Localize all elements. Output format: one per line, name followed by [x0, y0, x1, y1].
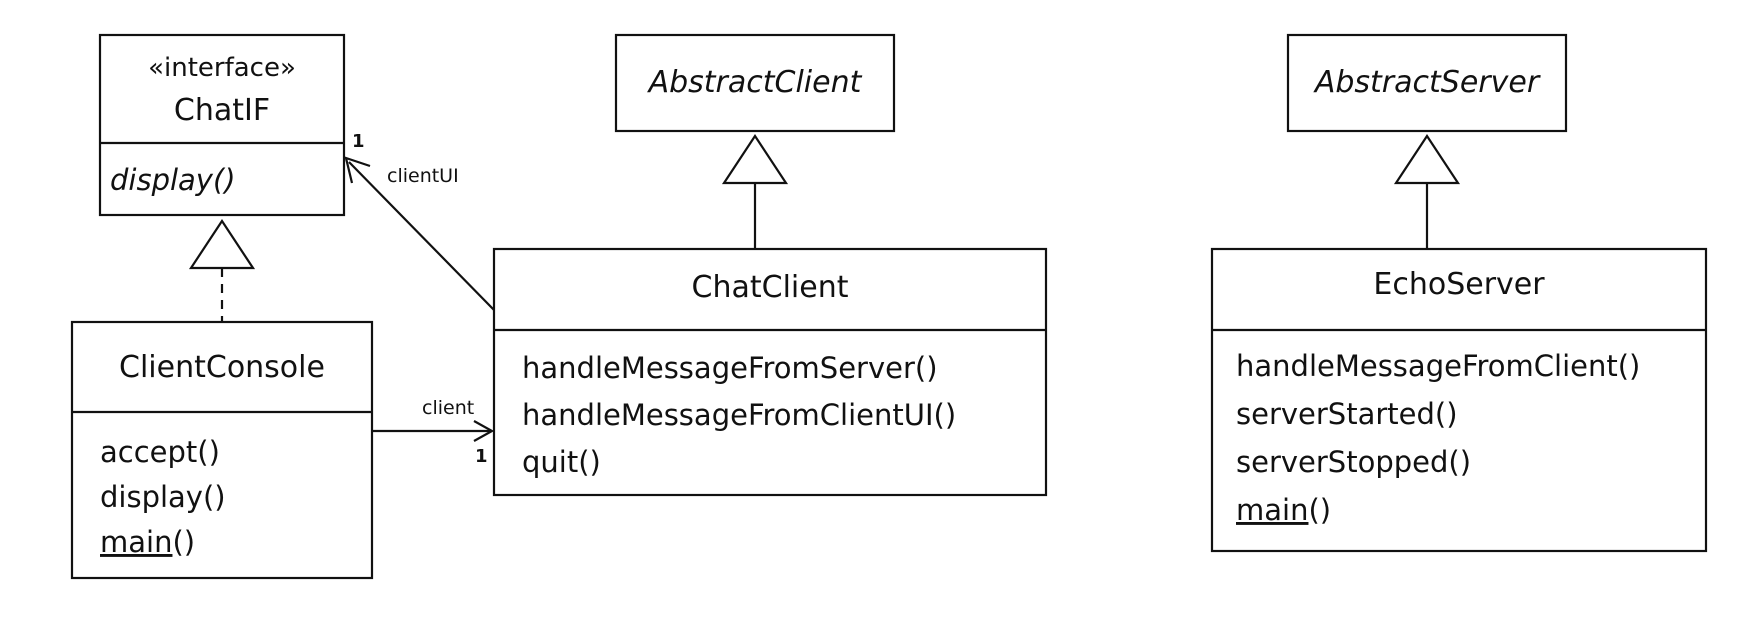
chat-client-class[interactable]: ChatClient handleMessageFromServer() han… — [492, 247, 1048, 497]
abstract-server-class[interactable]: AbstractServer — [1286, 33, 1568, 133]
realization-clientconsole-chatif — [188, 219, 256, 322]
chat-client-operation-handle-server: handleMessageFromServer() — [522, 351, 938, 385]
chat-client-operation-quit: quit() — [522, 445, 601, 479]
chatif-operation-display: display() — [110, 163, 236, 197]
abstract-client-name: AbstractClient — [647, 65, 863, 100]
association-client-multiplicity: 1 — [475, 446, 488, 467]
realization-arrowhead — [188, 219, 256, 270]
abstract-server-name: AbstractServer — [1313, 65, 1541, 100]
association-clientui-multiplicity: 1 — [352, 131, 365, 152]
echo-server-class[interactable]: EchoServer handleMessageFromClient() ser… — [1210, 247, 1708, 553]
chatif-name: ChatIF — [174, 93, 270, 128]
echo-server-operation-server-stopped: serverStopped() — [1236, 445, 1471, 479]
echo-server-main-parens: () — [1308, 493, 1331, 527]
abstract-client-class[interactable]: AbstractClient — [614, 33, 896, 133]
association-clientui: clientUI 1 — [344, 131, 495, 311]
client-console-operation-display: display() — [100, 480, 226, 514]
client-console-name: ClientConsole — [119, 350, 325, 385]
chat-client-operation-handle-clientui: handleMessageFromClientUI() — [522, 398, 956, 432]
chatif-class[interactable]: «interface» ChatIF display() — [98, 33, 346, 217]
chatif-stereotype: «interface» — [148, 53, 296, 83]
association-clientui-arrowhead — [344, 156, 371, 184]
association-client-role: client — [422, 397, 474, 419]
client-console-main-parens: () — [172, 525, 195, 559]
generalization-arrowhead — [1393, 134, 1461, 185]
association-clientui-role: clientUI — [387, 165, 459, 187]
chat-client-name: ChatClient — [692, 270, 849, 305]
echo-server-operation-handle-client: handleMessageFromClient() — [1236, 349, 1640, 383]
client-console-class[interactable]: ClientConsole accept() display() main() — [70, 320, 374, 580]
client-console-main-name: main — [100, 525, 172, 559]
generalization-arrowhead — [721, 134, 789, 185]
echo-server-operation-main: main() — [1236, 493, 1331, 527]
client-console-operation-accept: accept() — [100, 435, 220, 469]
client-console-operation-main: main() — [100, 525, 195, 559]
echo-server-main-name: main — [1236, 493, 1308, 527]
association-client: client 1 — [372, 397, 495, 467]
echo-server-name: EchoServer — [1373, 267, 1545, 302]
generalization-chatclient-abstractclient — [721, 134, 789, 249]
association-client-arrowhead — [473, 420, 495, 442]
generalization-echoserver-abstractserver — [1393, 134, 1461, 249]
echo-server-operation-server-started: serverStarted() — [1236, 397, 1458, 431]
